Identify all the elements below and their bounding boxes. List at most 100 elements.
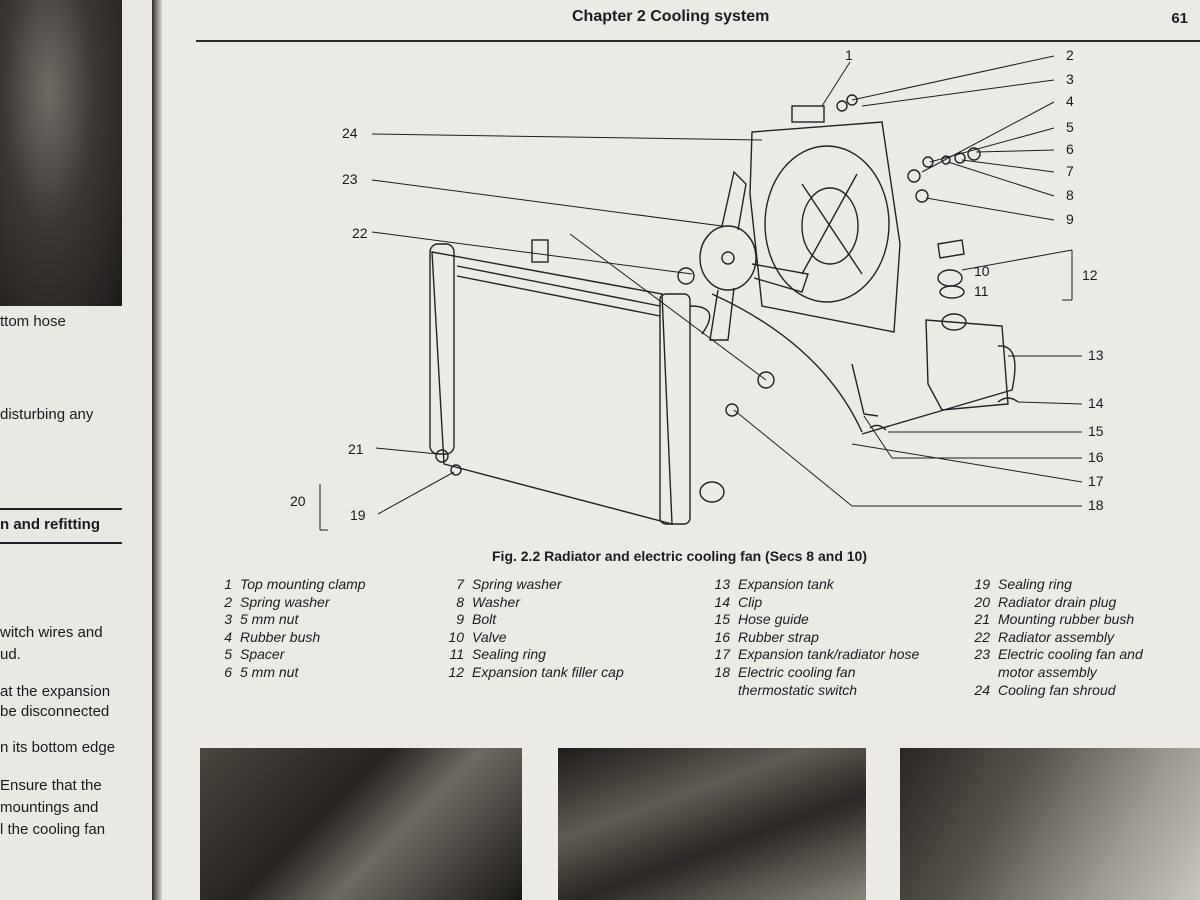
fan-shroud-drawing [749,105,901,333]
page-number: 61 [1171,10,1188,27]
legend-text: Rubber bush [240,628,321,645]
legend-number: 14 [714,593,730,610]
callout: 19 [350,507,366,523]
left-page-line: ttom hose [0,313,66,330]
legend-text-continued: motor assembly [998,663,1097,680]
legend-text: Washer [472,593,520,610]
callout: 20 [290,493,306,509]
radiator-drawing [429,239,725,525]
left-page: ttom hose disturbing any witch wires and ud… [0,0,152,900]
photo-2 [558,748,866,900]
legend-text: Rubber strap [738,628,819,645]
legend-text: Radiator assembly [998,628,1114,645]
header-rule [196,40,1200,42]
legend-number: 15 [714,611,730,628]
callout: 16 [1088,449,1104,465]
callout: 11 [974,283,989,299]
legend-number: 10 [448,628,464,645]
legend-item: 20 Radiator drain plug [964,594,1143,612]
left-page-line: witch wires and [0,624,103,641]
callout: 6 [1066,141,1074,157]
legend-number: 13 [714,576,730,592]
legend-text-continued: thermostatic switch [738,681,858,698]
legend-number: 19 [974,576,990,592]
legend-item: 4 Rubber bush [206,629,366,647]
left-page-line: n its bottom edge [0,739,116,756]
right-page: Chapter 2 Cooling system 61 [162,0,1200,900]
photo-1 [200,748,522,900]
left-page-line: mountings and [0,799,99,816]
legend-number: 12 [448,663,464,680]
legend-number: 18 [714,663,730,680]
section-rule [0,508,122,510]
legend-text: Sealing ring [998,576,1072,592]
callout: 13 [1088,347,1104,363]
legend-text: Hose guide [738,611,809,628]
legend-number: 6 [224,663,232,680]
legend-number: 23 [974,646,990,663]
left-page-line: disturbing any [0,406,94,423]
left-page-line: Ensure that the [0,777,102,794]
callout: 5 [1066,119,1074,135]
small-parts-drawing [435,94,1019,476]
legend-item: 23 Electric cooling fan and [964,646,1143,664]
legend-text: Radiator drain plug [998,593,1117,610]
callout: 17 [1088,473,1104,489]
legend-item: 15 Hose guide [704,611,919,629]
callout: 15 [1088,423,1104,439]
book-gutter [152,0,162,900]
legend-text: Expansion tank/radiator hose [738,646,920,663]
callout: 12 [1082,267,1098,283]
legend-text: 5 mm nut [240,611,299,628]
legend-number: 4 [224,628,232,645]
legend-number: 17 [714,646,730,663]
legend-number: 20 [974,593,990,610]
left-page-line: l the cooling fan [0,821,106,838]
legend-text: Cooling fan shroud [998,681,1116,698]
legend-text: Spring washer [472,576,562,592]
legend-text: Mounting rubber bush [998,611,1135,628]
callout: 24 [342,125,358,141]
legend-number: 2 [224,593,232,610]
section-heading: n and refitting [0,516,100,533]
fan-motor-drawing [699,170,809,341]
section-rule [0,542,122,544]
left-page-line: at the expansion [0,683,111,700]
legend-item: 17 Expansion tank/radiator hose [704,646,919,664]
leader-lines [319,55,1083,531]
callout: 7 [1066,163,1074,179]
callout: 3 [1066,71,1074,87]
legend-number: 7 [456,576,464,592]
legend-number: 1 [224,576,232,592]
legend-text: Sealing ring [472,646,546,663]
legend-number: 9 [456,611,464,628]
left-page-line: ud. [0,646,21,663]
exploded-diagram: 1 2 3 4 5 6 7 8 9 10 11 12 13 14 15 16 1… [290,47,1104,531]
photo-3 [900,748,1200,900]
callout-labels: 1 2 3 4 5 6 7 8 9 10 11 12 13 14 15 16 1… [290,47,1104,523]
callout: 2 [1066,47,1074,63]
legend-number: 3 [224,611,232,628]
expansion-tank-drawing [711,293,1016,435]
callout: 23 [342,171,358,187]
legend-text: Electric cooling fan and [998,646,1143,663]
callout: 10 [974,263,990,279]
callout: 22 [352,225,368,241]
